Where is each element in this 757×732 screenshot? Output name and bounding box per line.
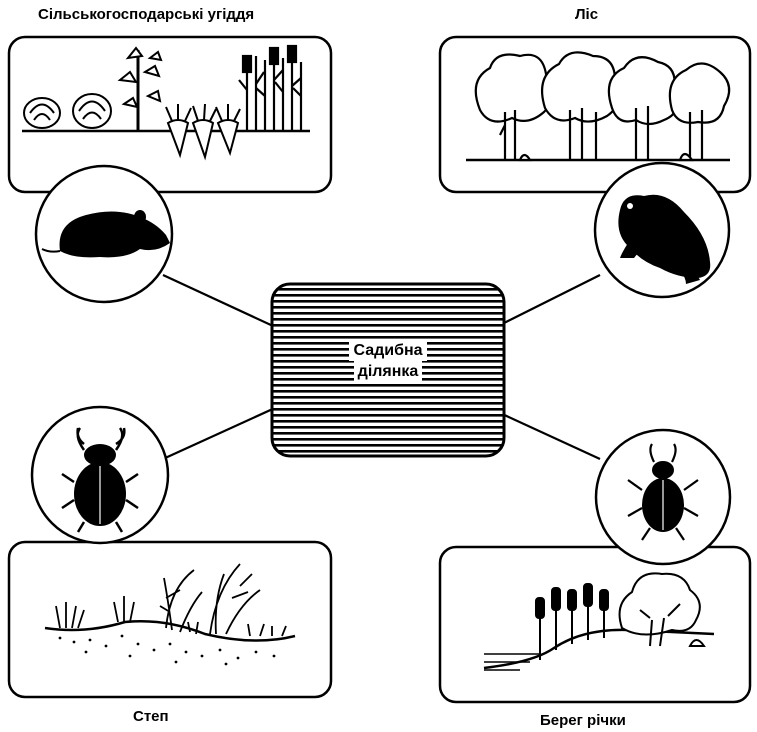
river-bank-panel	[440, 547, 750, 702]
steppe-panel	[9, 542, 331, 697]
center-label-line2: ділянка	[354, 361, 423, 382]
farmland-panel	[9, 37, 331, 192]
ground-beetle-circle	[596, 430, 730, 564]
center-label: Садибна ділянка	[272, 340, 504, 382]
center-label-line1: Садибна	[349, 340, 426, 361]
toad-circle	[595, 163, 729, 297]
mouse-circle	[36, 166, 172, 302]
farmland-label: Сільськогосподарські угіддя	[38, 6, 254, 23]
steppe-label: Степ	[133, 708, 169, 725]
forest-label: Ліс	[575, 6, 598, 23]
river-bank-label: Берег річки	[540, 712, 626, 729]
beetle-circle	[32, 407, 168, 543]
forest-panel	[440, 37, 750, 192]
